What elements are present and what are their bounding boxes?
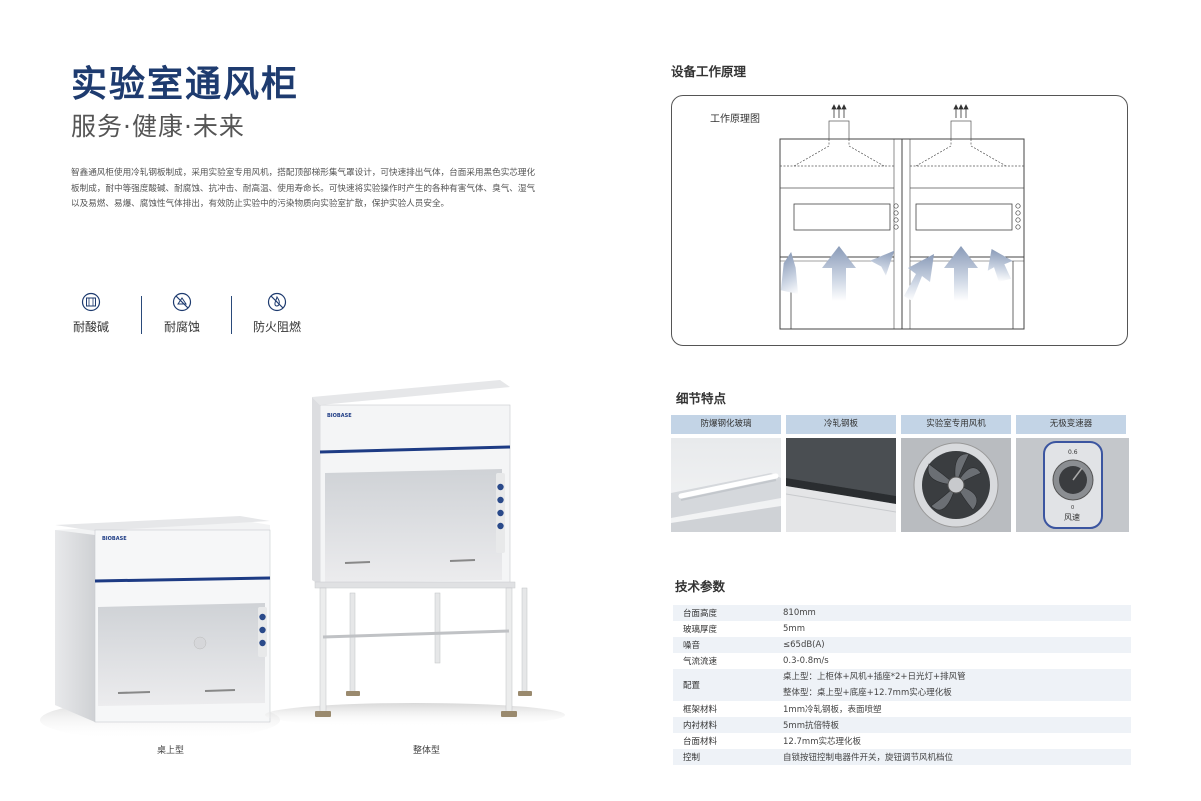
airflow-diagram [779, 104, 1025, 330]
floor-hood-illustration: BIOBASE [265, 380, 565, 727]
corrosion-icon [172, 292, 192, 312]
specs-section-title: 技术参数 [675, 579, 726, 594]
desktop-hood-illustration: BIOBASE [40, 516, 280, 740]
spec-value: 桌上型：上柜体+风机+插座*2+日光灯+排风管 [783, 672, 966, 682]
feature-label: 耐酸碱 [72, 320, 109, 334]
spec-key: 玻璃厚度 [683, 625, 718, 635]
detail-steel: 冷轧钢板 [785, 415, 897, 535]
detail-fan: 实验室专用风机 [901, 415, 1011, 535]
table-row: 台面材料 12.7mm实芯理化板 [673, 733, 1131, 749]
acid-alkali-icon [81, 292, 101, 312]
steel-photo [785, 438, 897, 532]
spec-value: 0.3-0.8m/s [783, 656, 829, 666]
feature-corrosion: 耐腐蚀 [147, 290, 217, 335]
spec-value: 810mm [773, 605, 1131, 621]
divider [141, 296, 142, 334]
table-row: 控制自锁按钮控制电器件开关，旋钮调节风机档位 [673, 749, 1131, 765]
spec-value: 5mm抗倍特板 [773, 717, 1131, 733]
floor-caption: 整体型 [413, 746, 441, 756]
knob-label: 风速 [1064, 513, 1080, 522]
feature-acid-alkali: 耐酸碱 [56, 290, 126, 335]
glass-photo [671, 438, 781, 532]
feature-flame-retardant: 防火阻燃 [242, 290, 312, 335]
flame-retardant-icon [267, 292, 287, 312]
table-row: 噪音≤65dB(A) [673, 637, 1131, 653]
diagram-label: 工作原理图 [710, 114, 760, 125]
spec-value: 12.7mm实芯理化板 [783, 737, 861, 747]
detail-speed-controller: 无极变速器 0.6 0 风速 [1016, 415, 1129, 535]
page-title: 实验室通风柜 [71, 64, 300, 105]
spec-value: ≤65dB(A) [773, 637, 1131, 653]
spec-value: 自锁按钮控制电器件开关，旋钮调节风机档位 [773, 749, 1131, 765]
principle-section-title: 设备工作原理 [671, 64, 747, 79]
page-subtitle: 服务·健康·未来 [71, 112, 245, 141]
spec-value-cell: 桌上型：上柜体+风机+插座*2+日光灯+排风管整体型：桌上型+底座+12.7mm… [773, 669, 1131, 701]
brand-logo: BIOBASE [327, 413, 352, 419]
detail-label: 实验室专用风机 [901, 415, 1011, 434]
desktop-caption: 桌上型 [157, 746, 185, 756]
detail-glass: 防爆钢化玻璃 [671, 415, 781, 535]
spec-value: 5mm [783, 624, 805, 634]
fan-photo [901, 438, 1011, 532]
spec-key: 台面高度 [673, 605, 773, 621]
exhaust-arrows [831, 104, 969, 118]
brand-logo: BIOBASE [102, 536, 127, 542]
detail-label: 防爆钢化玻璃 [671, 415, 781, 434]
table-row: 玻璃厚度 5mm [673, 621, 1131, 637]
spec-key: 框架材料 [683, 705, 718, 715]
principle-diagram: 工作原理图 [671, 95, 1128, 346]
product-description: 智鑫通风柜使用冷轧钢板制成，采用实验室专用风机，搭配顶部梯形集气罩设计，可快速排… [71, 168, 536, 209]
detail-features: 防爆钢化玻璃 冷轧钢板 实验室专用风机 [671, 415, 1129, 535]
spec-key: 气流流速 [683, 657, 718, 667]
table-row: 框架材料 1mm冷轧钢板，表面喷塑 [673, 701, 1131, 717]
spec-key: 配置 [673, 669, 773, 701]
spec-key: 控制 [673, 749, 773, 765]
product-images: BIOBASE BIOBASE [40, 380, 565, 740]
spec-key: 噪音 [673, 637, 773, 653]
spec-value: 1mm冷轧钢板，表面喷塑 [783, 705, 882, 715]
speed-controller-photo: 0.6 0 风速 [1016, 438, 1129, 532]
spec-key: 台面材料 [683, 737, 718, 747]
intake-arrows [780, 246, 1013, 301]
detail-label: 无极变速器 [1016, 415, 1126, 434]
detail-label: 冷轧钢板 [786, 415, 896, 434]
knob-top-value: 0.6 [1068, 449, 1078, 456]
table-row: 气流流速 0.3-0.8m/s [673, 653, 1131, 669]
spec-value: 整体型：桌上型+底座+12.7mm实心理化板 [783, 688, 952, 698]
feature-label: 防火阻燃 [252, 320, 301, 334]
feature-label: 耐腐蚀 [163, 320, 200, 334]
table-row: 配置桌上型：上柜体+风机+插座*2+日光灯+排风管整体型：桌上型+底座+12.7… [673, 669, 1131, 701]
knob-bottom-value: 0 [1071, 505, 1074, 511]
details-section-title: 细节特点 [676, 391, 727, 406]
divider [231, 296, 232, 334]
spec-key: 内衬材料 [673, 717, 773, 733]
